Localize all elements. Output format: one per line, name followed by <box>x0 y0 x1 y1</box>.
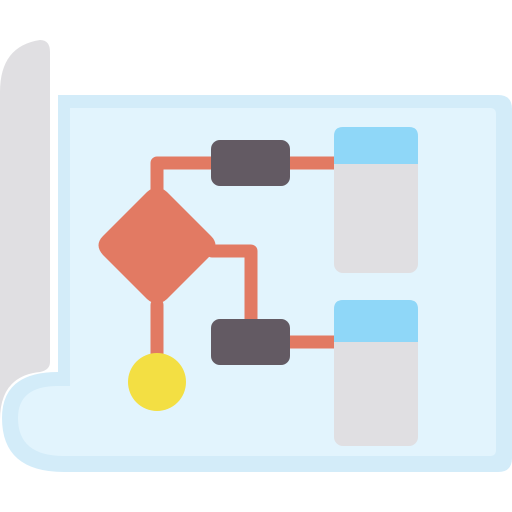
document-card-bottom <box>334 300 418 446</box>
document-card-bottom-header <box>334 300 418 342</box>
scroll-roll <box>0 40 50 420</box>
terminal-circle <box>128 353 186 411</box>
document-card-top-header <box>334 127 418 164</box>
connector-top <box>150 156 225 203</box>
connector-right <box>205 244 258 327</box>
document-card-top <box>334 127 418 273</box>
connectors <box>150 156 345 365</box>
process-box-bottom <box>211 319 290 365</box>
process-box-top <box>211 140 290 186</box>
scroll-roll-body <box>0 40 50 420</box>
decision-diamond <box>98 187 216 304</box>
